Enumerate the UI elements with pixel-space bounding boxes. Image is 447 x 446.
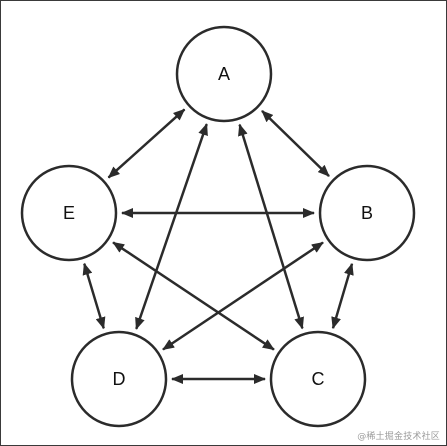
node-circle-c [269, 330, 367, 428]
node-a: A [175, 25, 273, 123]
watermark-text: @稀土掘金技术社区 [357, 432, 440, 442]
node-d: D [70, 330, 168, 428]
node-circle-d [70, 330, 168, 428]
node-circle-b [318, 164, 416, 262]
nodes-layer: A B C D E [20, 25, 416, 428]
node-circle-e [20, 164, 118, 262]
node-label-d: D [113, 369, 126, 389]
edge-e-c [112, 241, 275, 351]
node-circle-a [175, 25, 273, 123]
node-b: B [318, 164, 416, 262]
node-label-b: B [361, 203, 373, 223]
edges-layer [82, 108, 354, 384]
edge-b-c [331, 262, 354, 330]
node-c: C [269, 330, 367, 428]
edge-e-a [107, 108, 186, 179]
edge-b-d [162, 241, 324, 351]
node-label-e: E [63, 203, 75, 223]
node-label-a: A [218, 64, 230, 84]
edge-d-e [82, 262, 106, 330]
node-label-c: C [312, 369, 325, 389]
edge-a-b [261, 110, 330, 177]
edge-a-c [238, 123, 304, 330]
node-e: E [20, 164, 118, 262]
